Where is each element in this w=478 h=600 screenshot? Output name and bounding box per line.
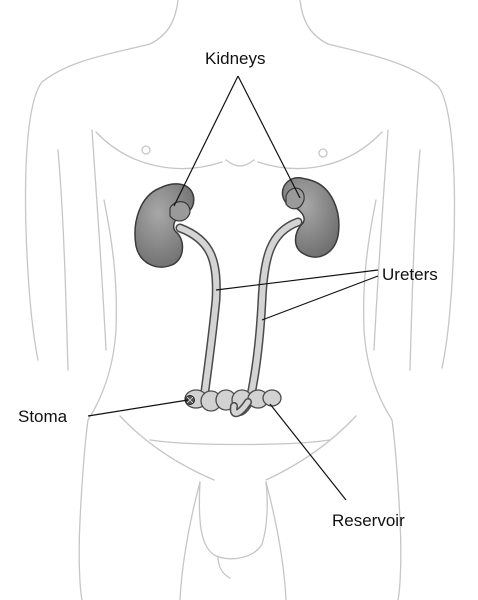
- reservoir-label: Reservoir: [332, 511, 405, 530]
- ureters-leader-upper: [215, 269, 379, 291]
- stoma-leader: [87, 399, 189, 417]
- reservoir-leader: [269, 403, 347, 501]
- left-kidney: [134, 183, 195, 268]
- ureters: [175, 217, 303, 417]
- kidneys-label: Kidneys: [205, 49, 266, 68]
- stoma-label: Stoma: [18, 407, 68, 426]
- ureters-label: Ureters: [382, 265, 438, 284]
- kidneys-leader-left: [173, 75, 239, 207]
- leader-lines: [87, 75, 379, 501]
- kidneys-leader-right: [237, 75, 301, 199]
- right-kidney: [281, 176, 340, 258]
- ureters-leader-lower: [261, 275, 379, 321]
- torso-outline: [24, 0, 456, 600]
